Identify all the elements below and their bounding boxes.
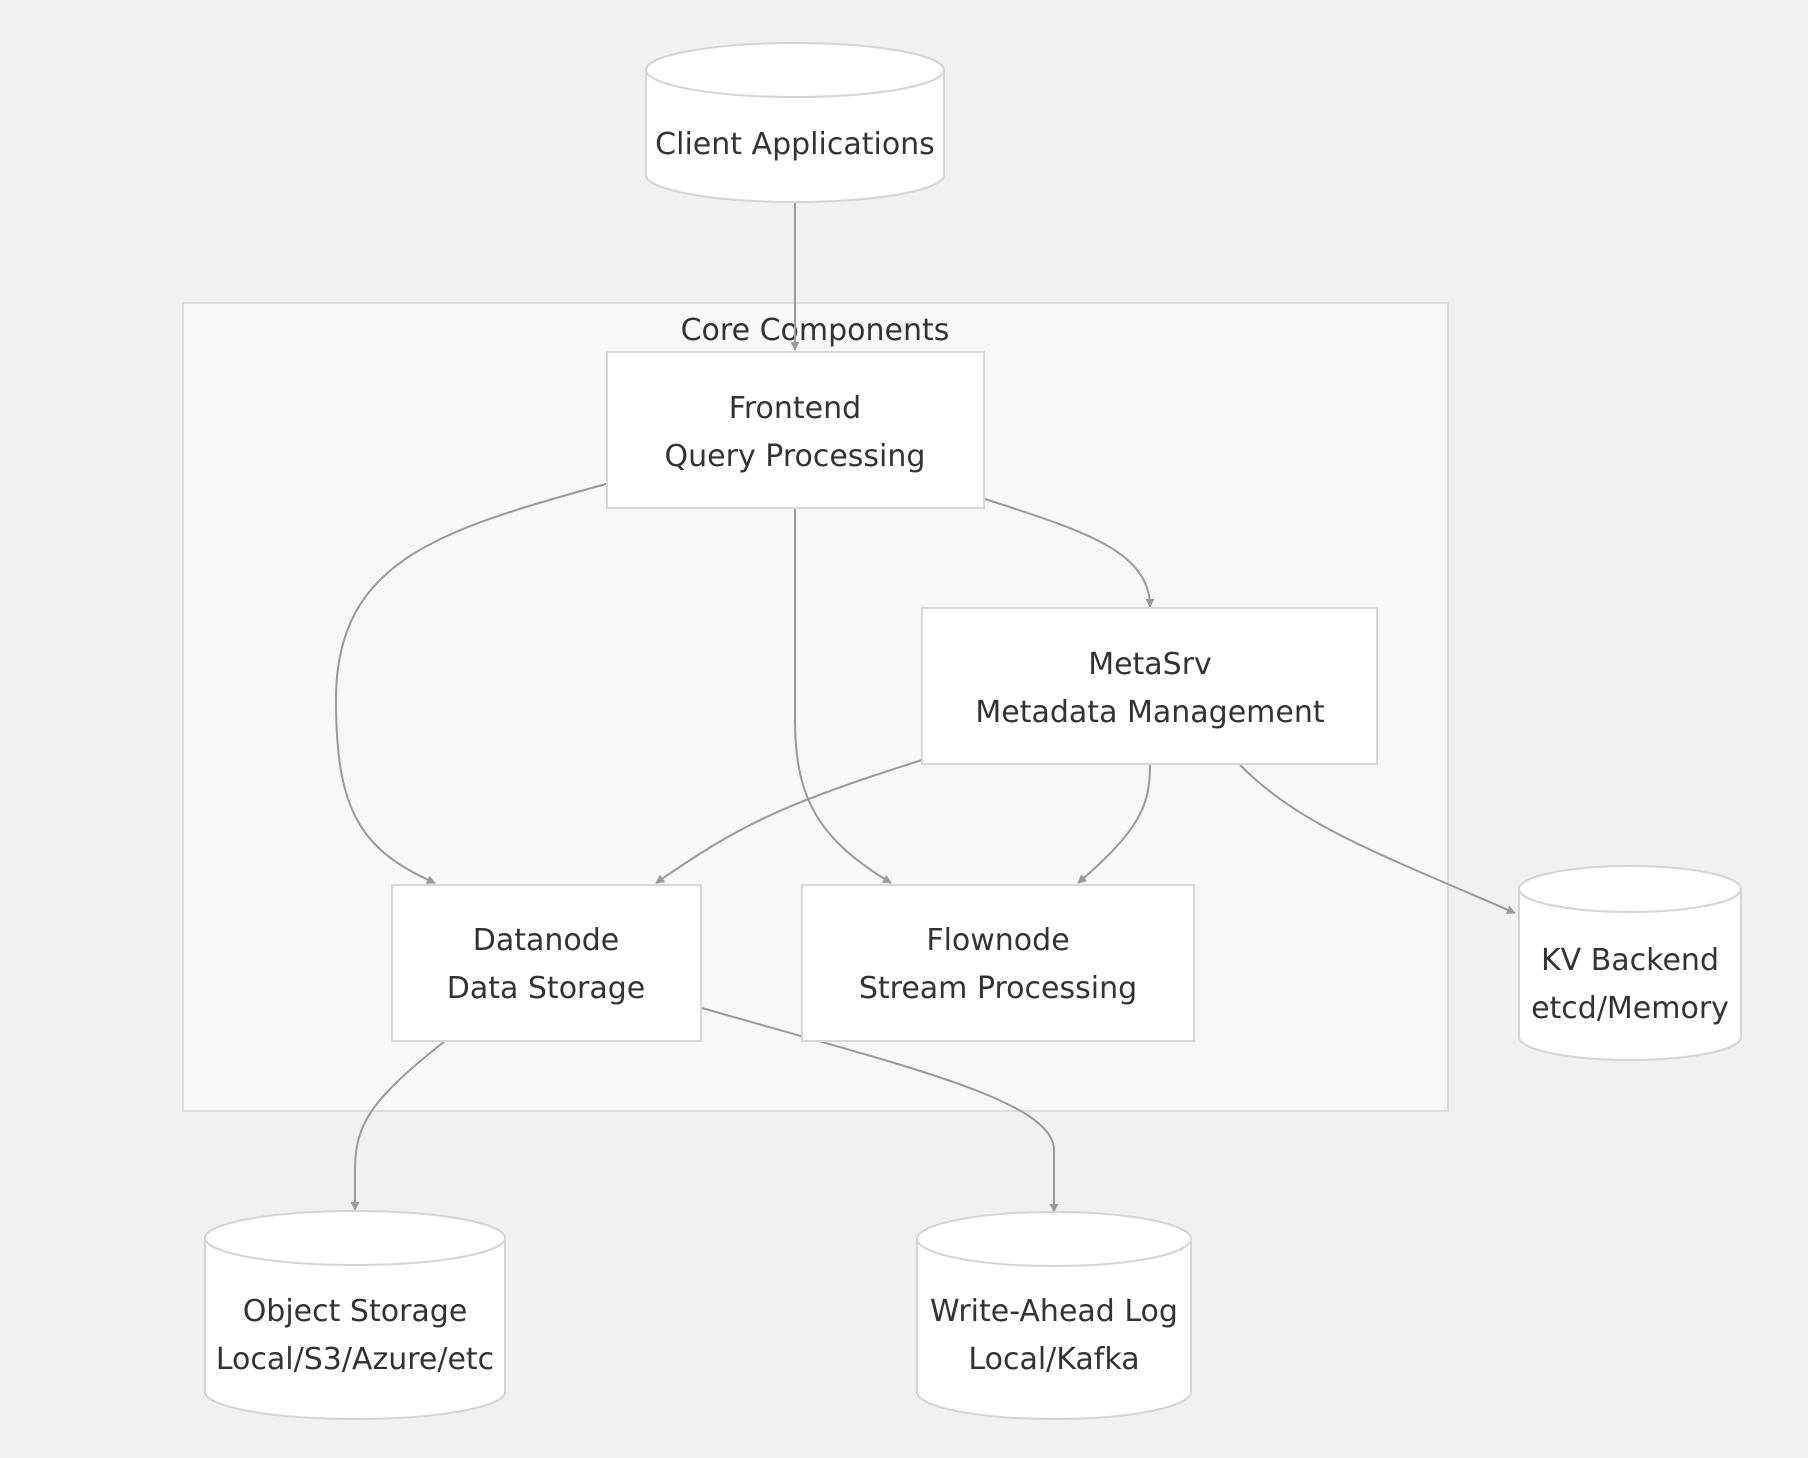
edge-metasrv-datanode <box>655 759 923 884</box>
edge-metasrv-flownode <box>1077 764 1151 884</box>
write-ahead-log-node: Write-Ahead Log Local/Kafka <box>916 1211 1192 1420</box>
client-applications-label: Client Applications <box>655 127 935 162</box>
kv-backend-subtitle: etcd/Memory <box>1531 991 1729 1026</box>
flownode-node: Flownode Stream Processing <box>801 884 1195 1042</box>
object-storage-title: Object Storage <box>243 1294 468 1329</box>
client-applications-node: Client Applications <box>645 42 945 203</box>
metasrv-title: MetaSrv <box>1088 647 1212 682</box>
kv-backend-title: KV Backend <box>1541 943 1719 978</box>
edge-metasrv-kv <box>1239 764 1516 914</box>
edge-frontend-metasrv <box>984 498 1155 608</box>
write-ahead-log-title: Write-Ahead Log <box>930 1294 1178 1329</box>
datanode-node: Datanode Data Storage <box>391 884 702 1042</box>
flownode-subtitle: Stream Processing <box>859 971 1137 1006</box>
edge-frontend-datanode <box>334 483 607 884</box>
metasrv-node: MetaSrv Metadata Management <box>921 607 1378 765</box>
flownode-title: Flownode <box>926 923 1069 958</box>
datanode-subtitle: Data Storage <box>447 971 646 1006</box>
edge-datanode-wal <box>701 1007 1059 1213</box>
datanode-title: Datanode <box>473 923 620 958</box>
kv-backend-node: KV Backend etcd/Memory <box>1518 865 1742 1061</box>
cluster-label: Core Components <box>681 313 950 348</box>
edge-frontend-flownode <box>794 509 892 884</box>
frontend-title: Frontend <box>729 391 861 426</box>
edges <box>334 203 1516 1213</box>
edge-datanode-objstore <box>350 1040 446 1211</box>
metasrv-subtitle: Metadata Management <box>975 695 1324 730</box>
object-storage-subtitle: Local/S3/Azure/etc <box>216 1342 494 1377</box>
frontend-node: Frontend Query Processing <box>606 351 985 509</box>
frontend-subtitle: Query Processing <box>665 439 926 474</box>
object-storage-node: Object Storage Local/S3/Azure/etc <box>204 1210 506 1420</box>
write-ahead-log-subtitle: Local/Kafka <box>968 1342 1139 1377</box>
